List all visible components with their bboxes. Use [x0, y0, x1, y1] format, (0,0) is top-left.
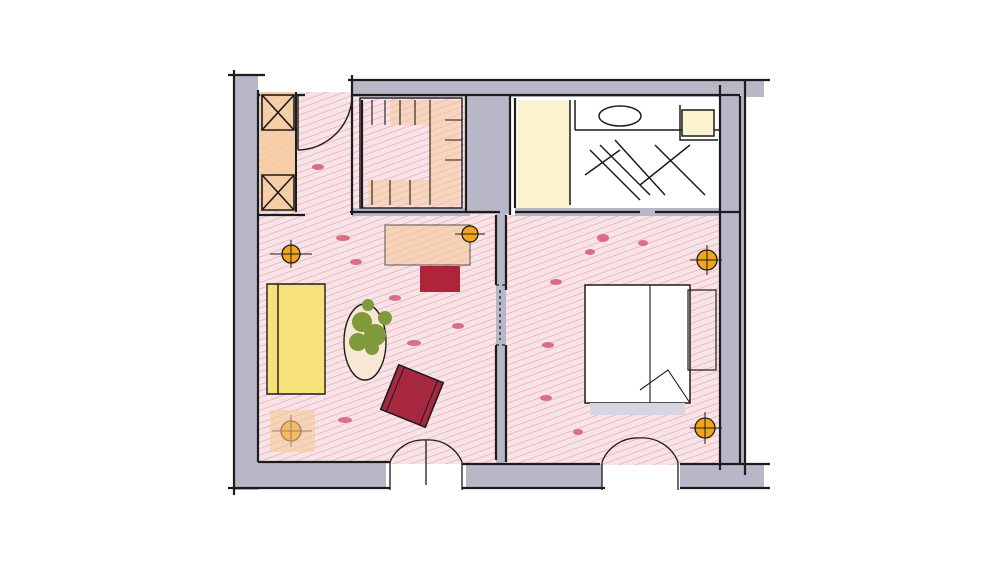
door-icon	[389, 284, 679, 490]
walk-in-closet	[359, 97, 463, 209]
walls	[234, 75, 764, 490]
bathroom	[569, 100, 720, 205]
plant-icon	[349, 299, 392, 355]
bathroom-tint	[518, 100, 570, 208]
entry-closet	[260, 92, 297, 212]
floor-marks	[312, 164, 648, 435]
door-icon	[297, 94, 353, 151]
pouf	[420, 266, 460, 292]
sideboard	[384, 224, 471, 266]
bed-icon	[584, 284, 717, 415]
sink-icon	[598, 105, 642, 127]
sofa-icon	[266, 283, 326, 395]
lamp-table	[270, 410, 315, 452]
armchair-icon	[379, 363, 445, 429]
